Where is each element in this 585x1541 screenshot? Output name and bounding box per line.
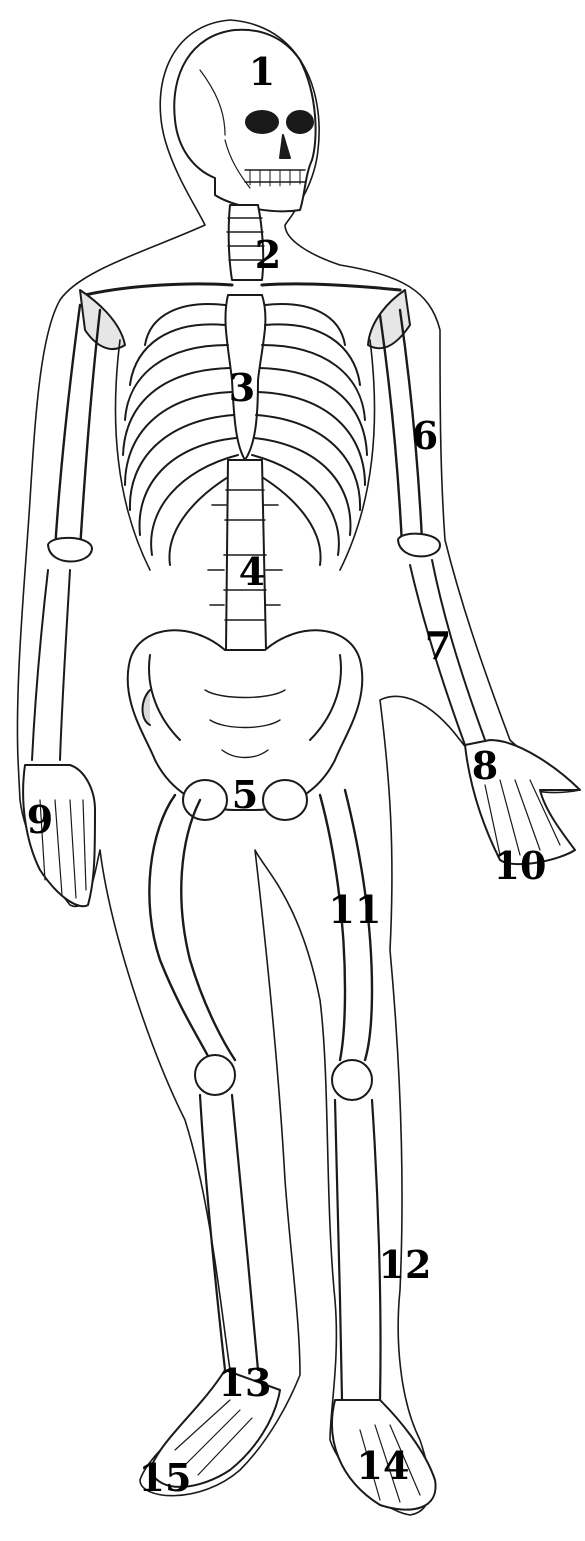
label-2: 2 <box>255 236 281 274</box>
label-4: 4 <box>239 553 265 591</box>
label-9: 9 <box>27 801 53 839</box>
left-scapula <box>80 290 125 349</box>
label-6: 6 <box>412 417 438 455</box>
label-11: 11 <box>329 891 382 929</box>
left-clavicle <box>85 284 232 295</box>
skull <box>174 30 315 212</box>
label-8: 8 <box>472 747 498 785</box>
label-7: 7 <box>425 627 451 665</box>
label-10: 10 <box>494 847 547 885</box>
label-1: 1 <box>249 53 275 91</box>
label-12: 12 <box>379 1246 432 1284</box>
label-13: 13 <box>219 1364 272 1402</box>
label-14: 14 <box>357 1447 410 1485</box>
label-15: 15 <box>139 1459 192 1497</box>
label-5: 5 <box>232 776 258 814</box>
label-3: 3 <box>229 369 255 407</box>
right-clavicle <box>262 284 400 290</box>
